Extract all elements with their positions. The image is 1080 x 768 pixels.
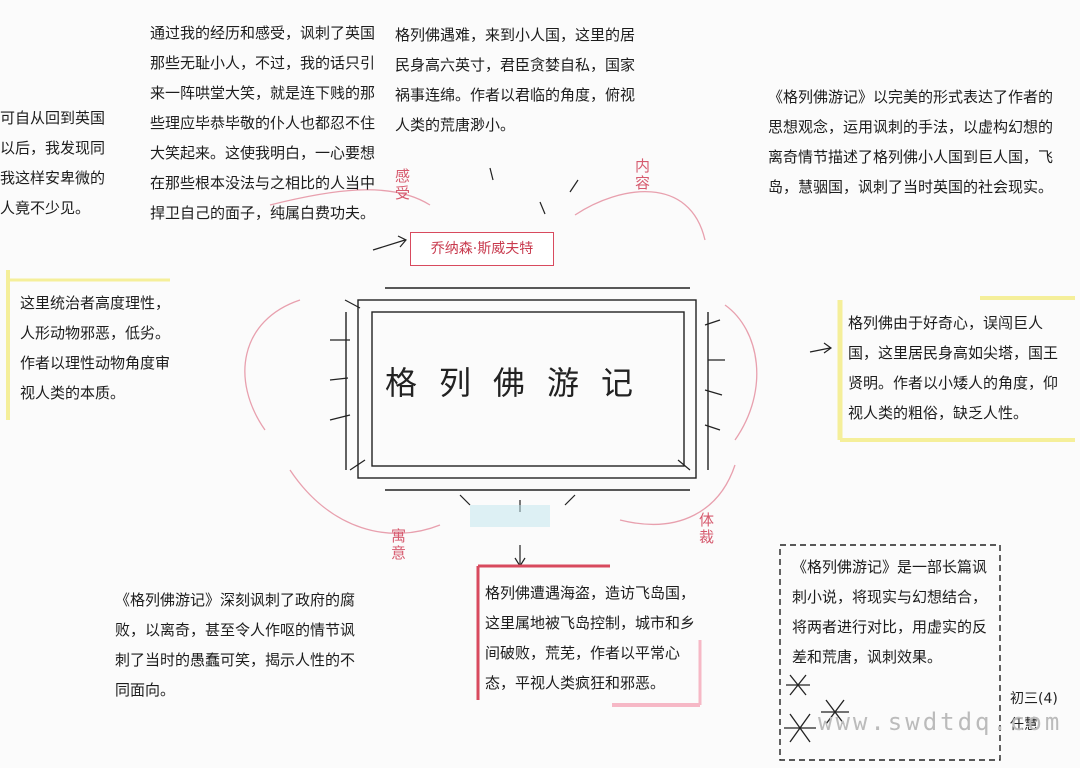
arc-lower-left <box>289 469 441 534</box>
signature-class: 初三(4) <box>1010 691 1058 707</box>
label-content: 内容 <box>633 158 651 192</box>
node-left-top-text: 可自从回到英国以后，我发现同我这样安卑微的人竟不少见。 <box>0 109 106 217</box>
node-content-text: 格列佛遇难，来到小人国，这里的居民身高六英寸，君臣贪婪自私，国家祸事连绵。作者以… <box>395 26 636 134</box>
central-topic-title: 格列佛游记 <box>385 364 656 402</box>
arc-upper-left <box>269 189 431 206</box>
signature: 初三(4) 任慧 <box>1010 686 1058 738</box>
node-meaning-text: 《格列佛游记》深刻讽刺了政府的腐败，以离奇，甚至令人作呕的情节讽刺了当时的愚蠢可… <box>115 591 356 699</box>
arc-lower-right <box>619 464 736 525</box>
arc-upper-right <box>574 191 706 241</box>
arc-left <box>244 299 301 431</box>
node-right-top-text: 《格列佛游记》以完美的形式表达了作者的思想观念，运用讽刺的手法，以虚构幻想的离奇… <box>768 88 1054 196</box>
label-meaning: 寓意 <box>389 528 407 562</box>
label-feelings: 感受 <box>393 168 411 202</box>
node-feelings-text: 通过我的经历和感受，讽刺了英国那些无耻小人，不过，我的话只引来一阵哄堂大笑，就是… <box>150 24 376 222</box>
author-node: 乔纳森·斯威夫特 <box>410 232 554 266</box>
node-genre-text: 《格列佛游记》是一部长篇讽刺小说，将现实与幻想结合，将两者进行对比，用虚实的反差… <box>792 558 988 666</box>
node-bottom-center-text: 格列佛遭遇海盗，造访飞岛国，这里属地被飞岛控制，城市和乡间破败，荒芜，作者以平常… <box>485 584 696 692</box>
node-left-mid-text: 这里统治者高度理性，人形动物邪恶，低劣。作者以理性动物角度审视人类的本质。 <box>20 294 171 402</box>
watermark: www.swdtdq.com <box>818 708 1063 736</box>
signature-name: 任慧 <box>1010 717 1038 733</box>
arc-right <box>724 304 758 441</box>
node-right-mid-text: 格列佛由于好奇心，误闯巨人国，这里居民身高如尖塔，国王贤明。作者以小矮人的角度，… <box>848 314 1059 422</box>
label-genre: 体裁 <box>697 512 715 546</box>
